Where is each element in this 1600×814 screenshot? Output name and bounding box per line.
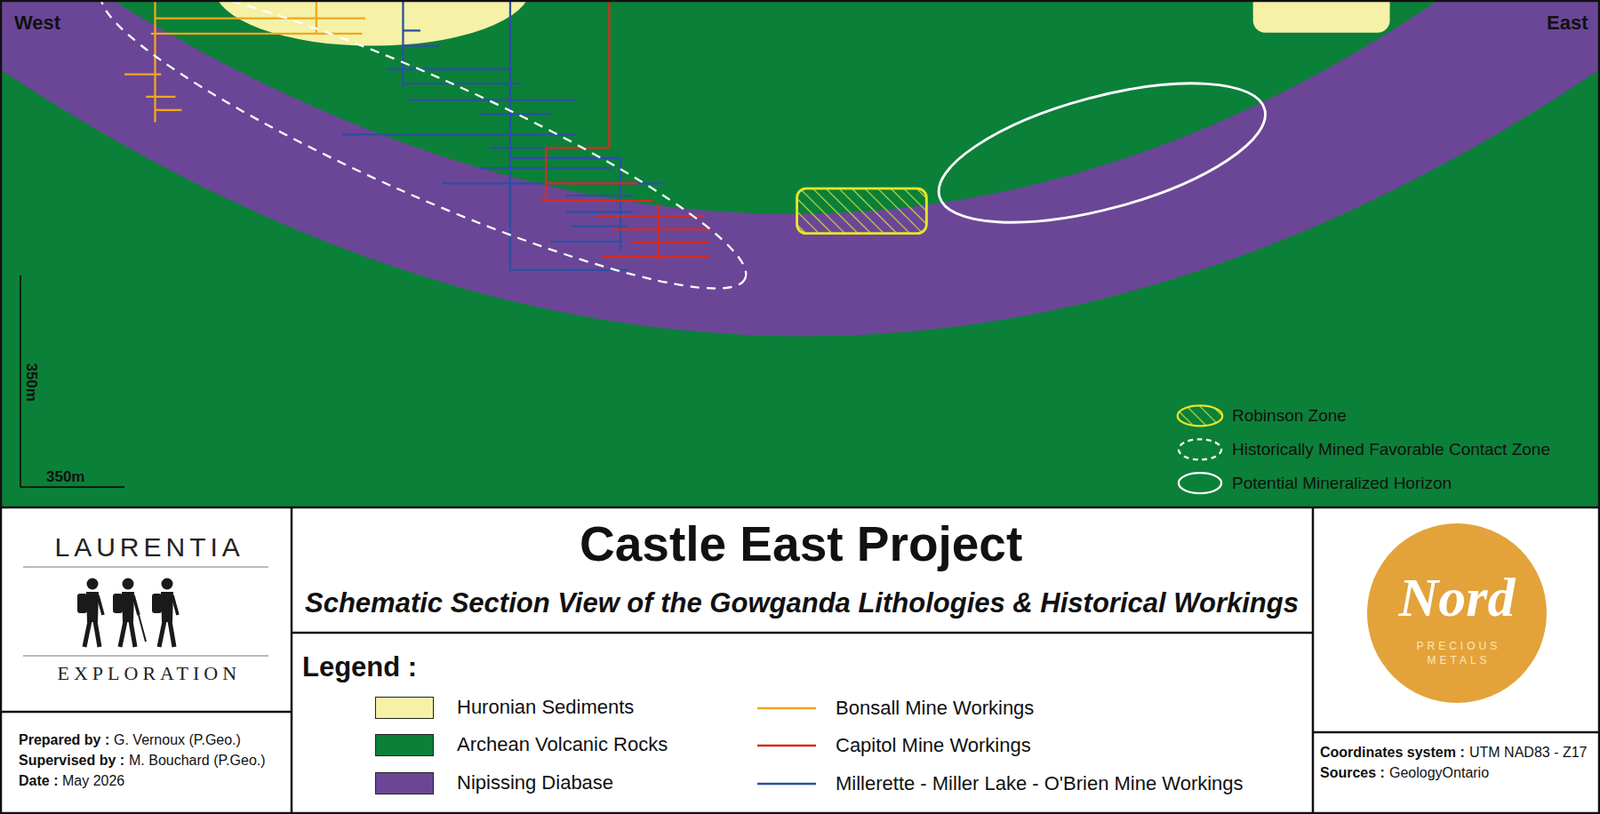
legend-sample <box>1178 472 1222 494</box>
working-line <box>608 0 610 148</box>
legend-text: Nipissing Diabase <box>456 771 614 795</box>
legend-text: Capitol Mine Workings <box>835 734 1032 758</box>
credit-key: Supervised by : <box>18 752 125 769</box>
direction-label: East <box>1546 11 1588 35</box>
legend-swatch <box>375 696 434 720</box>
working-line <box>387 68 511 71</box>
divider <box>1312 731 1600 735</box>
working-line <box>656 203 659 260</box>
logo-rule <box>23 655 269 656</box>
working-line <box>154 109 182 112</box>
working-line <box>402 82 520 85</box>
working-line <box>124 73 161 76</box>
working-line <box>612 228 710 231</box>
working-line <box>597 215 705 217</box>
huronian-sediments <box>214 0 531 47</box>
working-line <box>441 182 664 184</box>
working-line <box>510 157 621 160</box>
divider <box>290 507 294 814</box>
working-line <box>540 200 653 202</box>
legend-text: Historically Mined Favorable Contact Zon… <box>1232 440 1551 461</box>
legend-swatch <box>375 772 434 795</box>
info-key: Coordinates system : <box>1320 744 1465 761</box>
legend-heading: Legend : <box>302 650 417 684</box>
working-line <box>566 210 633 213</box>
credit-value: M. Bouchard (P.Geo.) <box>128 752 266 769</box>
legend-text: Potential Mineralized Horizon <box>1232 473 1452 495</box>
legend-line-sample <box>757 707 816 711</box>
working-line <box>154 16 365 19</box>
hiker <box>112 578 146 648</box>
working-line <box>342 133 577 136</box>
legend-swatch <box>375 734 434 757</box>
divider <box>0 506 1600 510</box>
working-line <box>402 29 421 32</box>
working-line <box>402 44 439 47</box>
working-line <box>401 0 404 87</box>
working-line <box>544 147 547 201</box>
map-title: Castle East Project <box>579 514 1023 574</box>
credit-key: Prepared by : <box>18 731 110 749</box>
legend-text: Millerette - Miller Lake - O'Brien Mine … <box>835 772 1244 796</box>
legend-text: Bonsall Mine Workings <box>835 696 1034 720</box>
working-line <box>408 98 576 101</box>
working-line <box>632 241 710 244</box>
archean-volcanics <box>0 0 1600 507</box>
favorable-contact-zone <box>78 0 770 333</box>
hiker-silhouettes <box>77 578 178 648</box>
credit-value: May 2026 <box>62 772 125 790</box>
working-line <box>571 224 628 227</box>
logo-word: Nord <box>1399 564 1516 631</box>
working-line <box>545 182 638 184</box>
legend-sample <box>1178 439 1222 460</box>
logo-rule <box>23 566 269 568</box>
panel-ground <box>0 506 1600 814</box>
legend-line-sample <box>757 744 816 748</box>
hiker <box>152 578 178 648</box>
working-line <box>510 269 628 272</box>
legend-text: Robinson Zone <box>1232 406 1347 427</box>
legend-line-sample <box>757 783 816 786</box>
hiker <box>77 578 104 648</box>
legend-text: Huronian Sediments <box>456 696 634 720</box>
working-line <box>480 112 552 115</box>
huronian-sediments <box>1253 0 1391 33</box>
legend-text: Archean Volcanic Rocks <box>456 733 668 757</box>
divider <box>1312 507 1315 814</box>
scale-label: 350m <box>21 362 40 401</box>
credit-value: G. Vernoux (P.Geo.) <box>113 731 241 749</box>
working-line <box>601 256 710 258</box>
company-subtitle: EXPLORATION <box>57 662 242 686</box>
geology-map <box>0 0 1600 507</box>
info-key: Sources : <box>1320 764 1385 782</box>
scale-bar <box>20 486 125 488</box>
working-line <box>551 240 623 243</box>
scale-label: 350m <box>46 468 85 487</box>
divider <box>0 711 292 714</box>
map-subtitle: Schematic Section View of the Gowganda L… <box>304 586 1299 620</box>
working-line <box>566 194 633 197</box>
nord-logo <box>1367 523 1547 704</box>
mine-workings <box>124 0 710 271</box>
logo-subword: METALS <box>1427 654 1491 667</box>
working-line <box>619 158 622 250</box>
info-value: GeologyOntario <box>1389 764 1489 782</box>
scale-bar <box>19 275 22 488</box>
working-line <box>545 146 609 149</box>
company-name: LAURENTIA <box>55 531 245 564</box>
credit-key: Date : <box>18 772 58 790</box>
potential-horizon <box>924 55 1280 251</box>
nipissing-diabase-band <box>0 0 1600 336</box>
divider <box>291 632 1313 635</box>
legend-sample <box>1177 405 1224 426</box>
robinson-zone <box>797 188 928 233</box>
working-line <box>145 96 176 98</box>
logo-subword: PRECIOUS <box>1416 640 1502 653</box>
info-value: UTM NAD83 - Z17 <box>1469 744 1587 761</box>
direction-label: West <box>14 11 61 35</box>
